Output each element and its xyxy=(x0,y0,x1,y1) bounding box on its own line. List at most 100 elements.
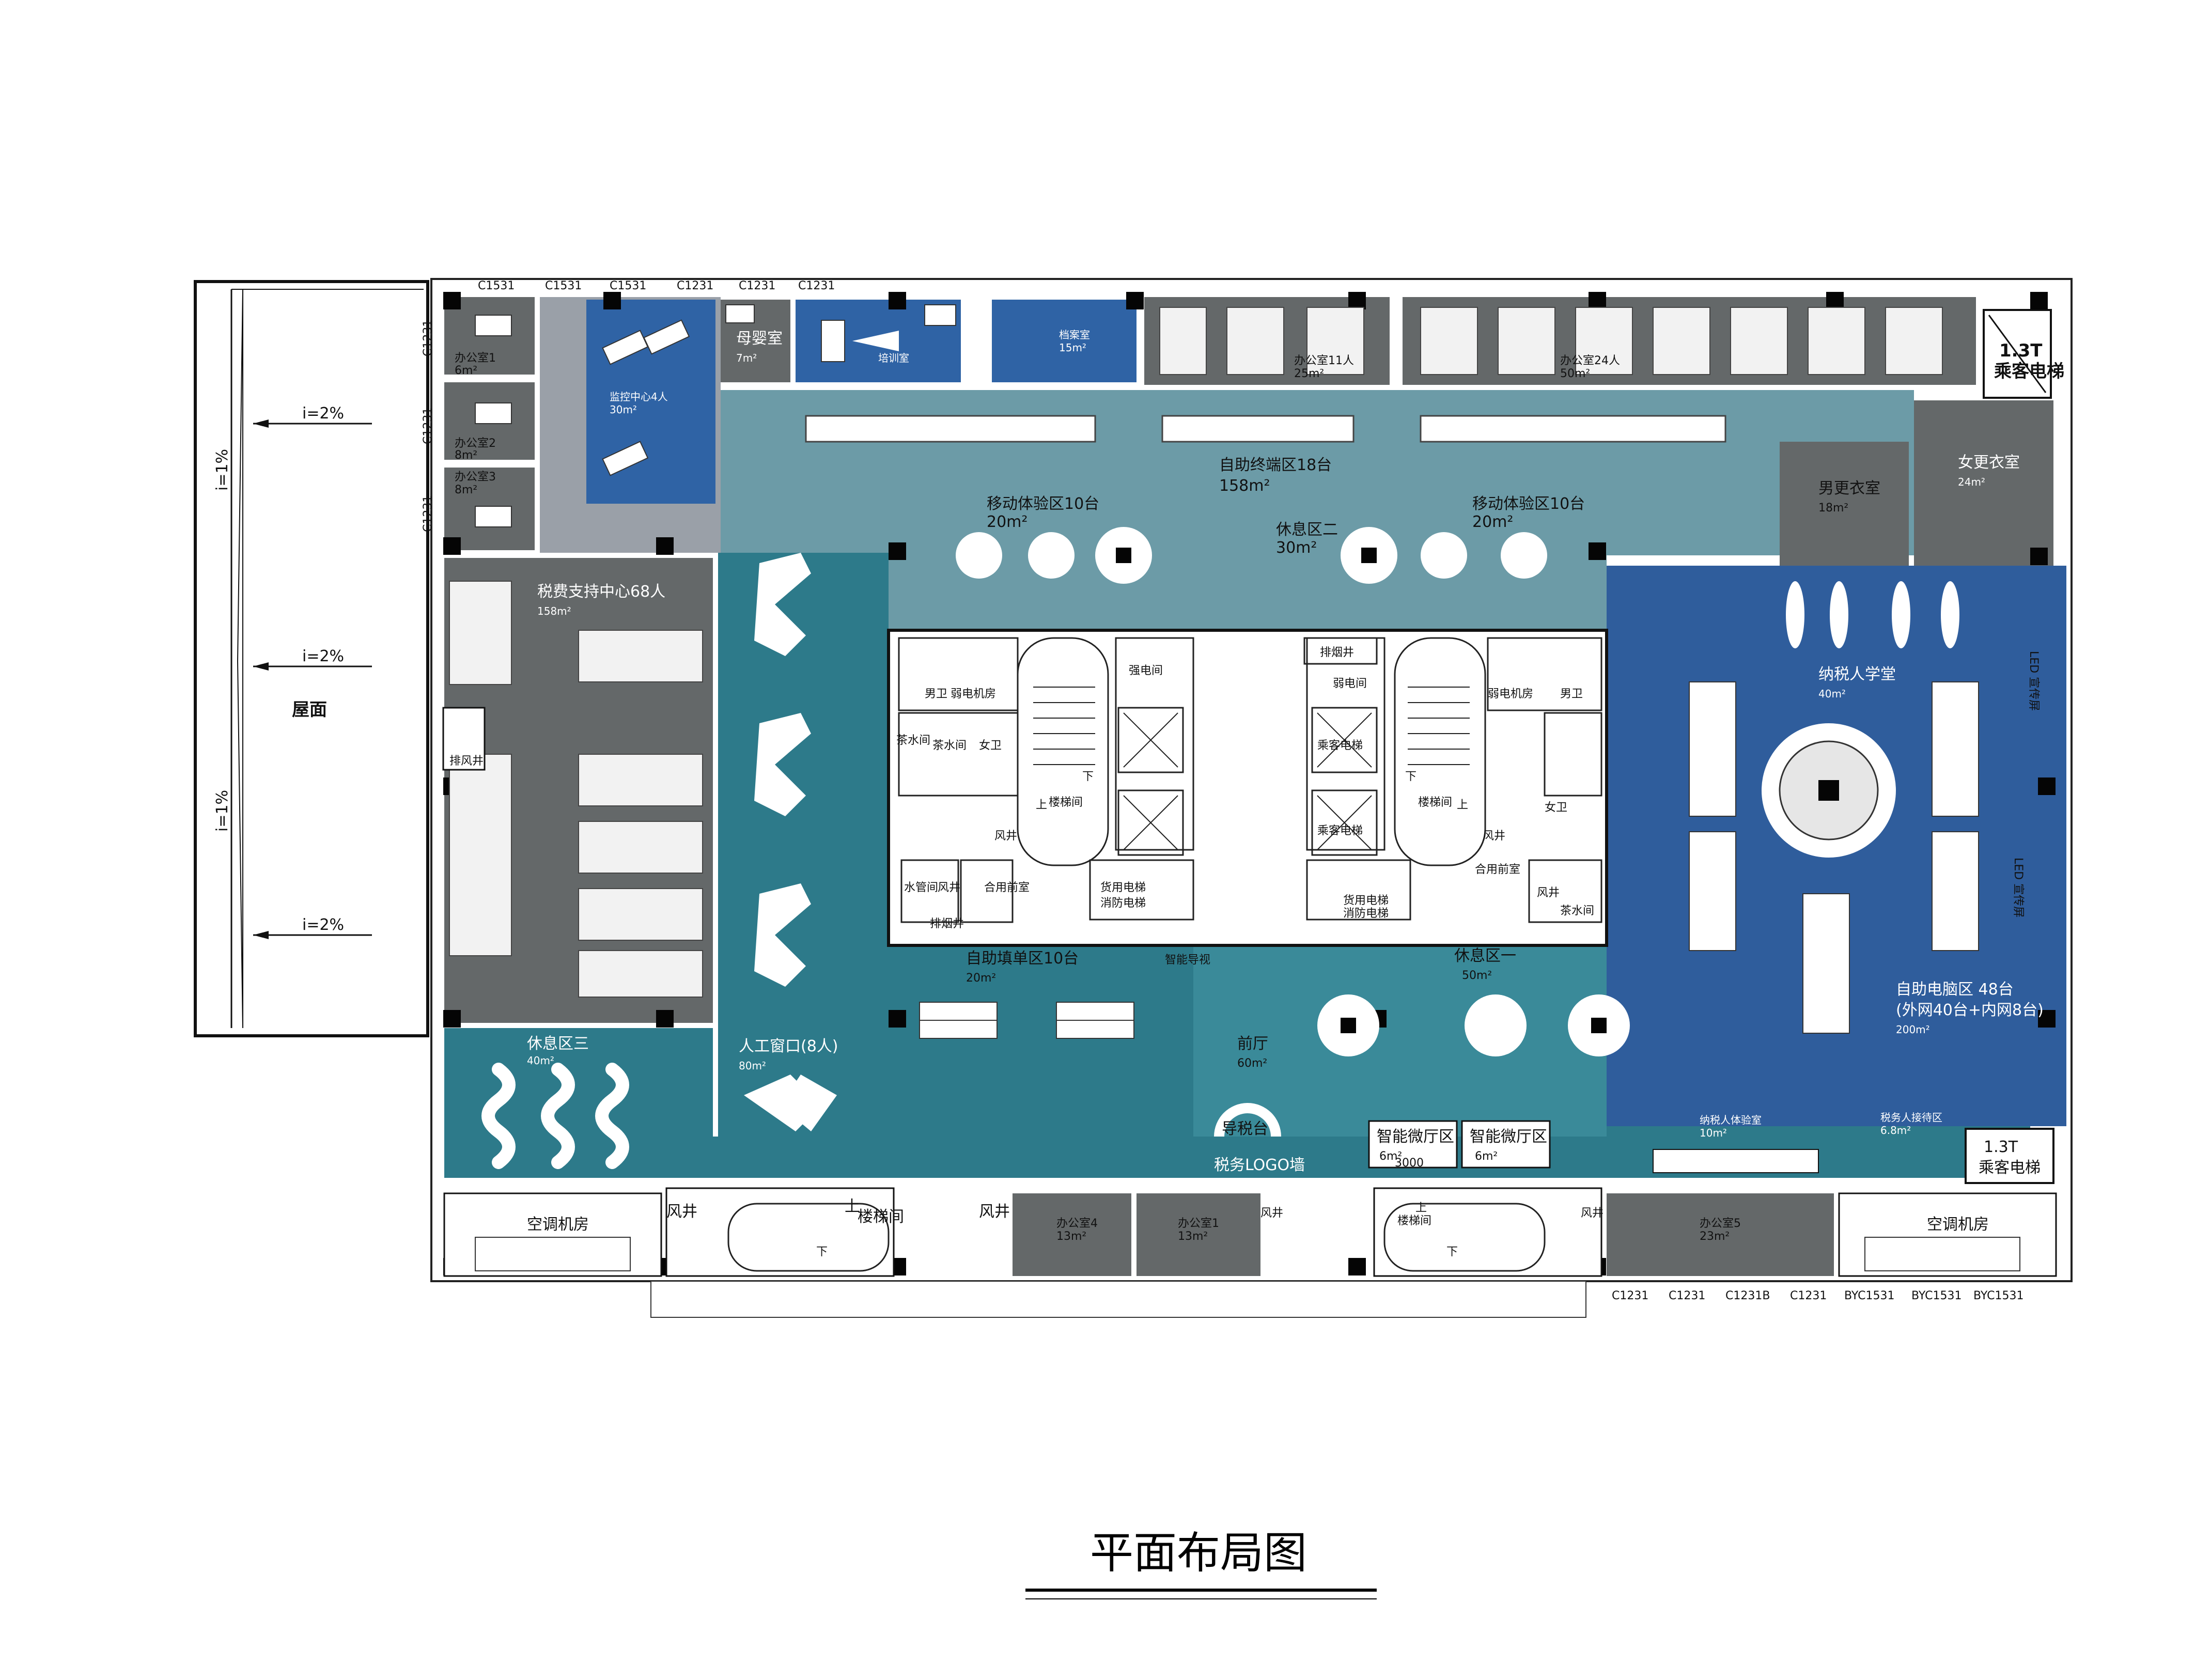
led-screen-1: LED 宣传屏 xyxy=(2027,651,2040,711)
female-locker-label: 女更衣室 xyxy=(1958,454,2020,472)
reception-label: 税务人接待区 xyxy=(1880,1111,1942,1124)
mobile-left-area: 20m² xyxy=(987,513,1028,531)
window-tag: C1231 xyxy=(422,495,434,532)
corridor-light-2 xyxy=(540,504,721,553)
strong-room: 强电间 xyxy=(1129,664,1163,677)
drawing-title: 平面布局图 xyxy=(1090,1528,1307,1578)
manual-area: 80m² xyxy=(739,1060,766,1072)
lobby-label: 前厅 xyxy=(1237,1035,1268,1053)
men-wc-left: 男卫 xyxy=(925,688,947,701)
wind-left-2: 风井 xyxy=(938,881,960,894)
office1-label: 办公室1 xyxy=(455,352,496,365)
rest1-label: 休息区一 xyxy=(1454,947,1516,965)
wind-right: 风井 xyxy=(1483,830,1505,843)
mobile-zone-band xyxy=(889,553,1607,641)
window-tag: BYC1531 xyxy=(1911,1289,1962,1302)
research-area: 10m² xyxy=(1700,1127,1727,1139)
elevator-br-label: 乘客电梯 xyxy=(1979,1159,2041,1177)
tax-support-label: 税费支持中心68人 xyxy=(537,583,665,601)
monitor-center-area: 30m² xyxy=(610,403,637,416)
smoke-left: 排烟井 xyxy=(930,917,964,930)
wind-bottom-1: 风井 xyxy=(666,1203,697,1221)
office-m-room xyxy=(1137,1193,1260,1276)
self-pc-sub: (外网40台+内网8台) xyxy=(1896,1001,2044,1019)
archive-label: 档案室 xyxy=(1059,329,1090,341)
male-locker-area: 18m² xyxy=(1818,502,1848,515)
roof-area: i=2% i=2% i=2% i=1% i=1% 屋面 xyxy=(194,280,429,1037)
guide-sign: 智能导视 xyxy=(1165,954,1210,967)
archive-room xyxy=(992,300,1137,382)
office5-room xyxy=(1607,1193,1834,1276)
window-tag: BYC1531 xyxy=(1844,1289,1894,1302)
roof-label: 屋面 xyxy=(292,699,327,720)
self-pc-area: 200m² xyxy=(1896,1023,1930,1036)
elevator-tr-label: 乘客电梯 xyxy=(1994,361,2064,382)
window-tag: BYC1531 xyxy=(1973,1289,2023,1302)
office24-desks xyxy=(1420,307,1943,375)
exhaust-shaft xyxy=(442,707,486,771)
roof-slope-1: i=2% xyxy=(302,405,344,423)
counter-label: 叫号机 xyxy=(788,1091,819,1103)
office-m-label: 办公室1 xyxy=(1178,1217,1219,1230)
office2-area: 8m² xyxy=(455,449,477,462)
office24-area: 50m² xyxy=(1560,367,1590,380)
pc-desk-columns xyxy=(1689,681,1979,1034)
window-tag: C1231 xyxy=(677,279,713,292)
small-office-desks xyxy=(475,315,512,527)
exhaust-label: 排风井 xyxy=(449,755,484,768)
office-m-area: 13m² xyxy=(1178,1230,1208,1243)
female-locker-area: 24m² xyxy=(1958,476,1985,488)
office11-label: 办公室11人 xyxy=(1294,354,1354,367)
stairs-bottom-right: 楼梯间 xyxy=(1397,1215,1431,1227)
tax-support-desks xyxy=(449,581,703,998)
monitor-center-label: 监控中心4人 xyxy=(610,391,668,403)
nursing-area: 7m² xyxy=(736,352,757,364)
tea-room-left: 茶水间 xyxy=(896,734,930,747)
shared-front-right: 合用前室 xyxy=(1475,863,1520,876)
reception-area: 6.8m² xyxy=(1880,1124,1911,1137)
round-seats xyxy=(1095,527,1630,1056)
self-fill-tables xyxy=(919,1002,1134,1039)
passenger-elev-2: 乘客电梯 xyxy=(1317,825,1363,837)
water-left: 水管间 xyxy=(904,881,938,894)
office1-area: 6m² xyxy=(455,364,477,377)
ac-room-right: 空调机房 xyxy=(1927,1216,1989,1234)
fire-elev-left: 消防电梯 xyxy=(1100,897,1146,910)
guide-desk-label: 导税台 xyxy=(1222,1120,1268,1138)
window-tag: C1531 xyxy=(545,279,582,292)
window-tag: C1231 xyxy=(422,320,434,356)
office11-area: 25m² xyxy=(1294,367,1324,380)
male-locker-label: 男更衣室 xyxy=(1818,479,1880,497)
window-tag: C1231 xyxy=(798,279,835,292)
window-tags-left: C1231 C1231 C1231 xyxy=(422,320,434,532)
ac-room-left: 空调机房 xyxy=(527,1216,589,1234)
passenger-elev-1: 乘客电梯 xyxy=(1317,739,1363,752)
female-locker-room xyxy=(1914,400,2053,566)
stairs-bottom-left-up: 上 xyxy=(845,1197,860,1216)
rest1-area: 50m² xyxy=(1462,969,1492,982)
stairs-right-up: 上 xyxy=(1457,799,1468,812)
micro-dim: 3000 xyxy=(1395,1157,1424,1170)
window-tags-bottom: C1231 C1231 C1231B C1231 BYC1531 BYC1531… xyxy=(1612,1289,2023,1302)
self-terminal-label: 自助终端区18台 xyxy=(1219,456,1332,474)
wind-bottom-3: 风井 xyxy=(1260,1207,1283,1220)
tea-room-left-2: 茶水间 xyxy=(932,739,967,752)
projector-icon xyxy=(852,331,899,351)
window-tag: C1531 xyxy=(610,279,646,292)
lobby-area: 60m² xyxy=(1237,1057,1267,1070)
women-wc-left: 女卫 xyxy=(979,739,1002,752)
core-rooms xyxy=(898,637,1602,923)
fire-elev-right: 消防电梯 xyxy=(1343,907,1389,920)
micro-hall-2 xyxy=(1461,1120,1551,1169)
weak-room-left: 弱电机房 xyxy=(951,688,996,701)
nursing-label: 母婴室 xyxy=(736,330,783,348)
office24-label: 办公室24人 xyxy=(1560,354,1620,367)
wind-bottom-4: 风井 xyxy=(1581,1207,1604,1220)
self-terminal-area: 158m² xyxy=(1219,477,1270,495)
office4-area: 13m² xyxy=(1056,1230,1086,1243)
mobile-tables xyxy=(956,532,1547,579)
window-tag: C1231 xyxy=(422,408,434,444)
office11-desks xyxy=(1159,307,1364,375)
window-tag: C1231 xyxy=(739,279,775,292)
weak-room2-right: 弱电间 xyxy=(1333,677,1367,690)
